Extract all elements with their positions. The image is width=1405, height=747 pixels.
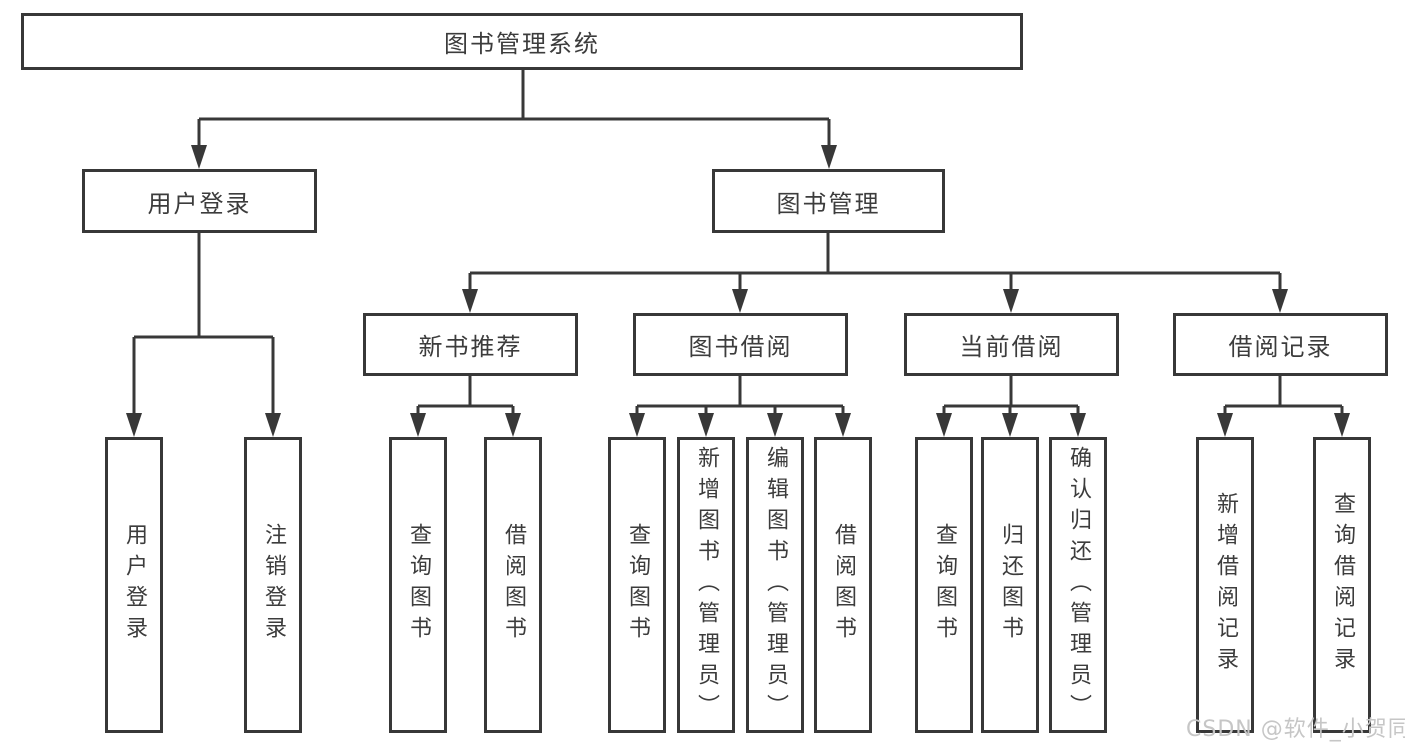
leaf-current-return-books: 归还图书 — [981, 437, 1039, 733]
edge-current-to-leaves — [942, 376, 1080, 418]
node-new-book-recommend: 新书推荐 — [363, 313, 578, 376]
leaf-borrow-add-books-admin: 新增图书（管理员） — [677, 437, 735, 733]
arrow-down-icon — [1070, 413, 1086, 437]
edge-root-to-level2 — [197, 70, 831, 150]
arrow-down-icon — [1217, 413, 1233, 437]
node-user-login: 用户登录 — [82, 169, 317, 233]
node-book-management: 图书管理 — [712, 169, 945, 233]
arrow-down-icon — [835, 413, 851, 437]
arrow-down-icon — [505, 413, 521, 437]
arrow-down-icon — [1334, 413, 1350, 437]
leaf-borrow-borrow-books: 借阅图书 — [814, 437, 872, 733]
arrow-down-icon — [936, 413, 952, 437]
arrow-down-icon — [629, 413, 645, 437]
leaf-current-query-books: 查询图书 — [915, 437, 973, 733]
arrow-down-icon — [265, 413, 281, 437]
edge-borrow-to-leaves — [635, 376, 845, 418]
arrow-down-icon — [126, 413, 142, 437]
arrow-down-icon — [698, 413, 714, 437]
arrow-down-icon — [462, 289, 478, 313]
leaf-recommend-query-books: 查询图书 — [389, 437, 447, 733]
node-root-system: 图书管理系统 — [21, 13, 1023, 70]
edge-userlogin-to-leaves — [132, 233, 275, 418]
leaf-records-add-record: 新增借阅记录 — [1196, 437, 1254, 733]
arrow-down-icon — [1272, 289, 1288, 313]
edge-bookmgmt-to-level3 — [468, 233, 1282, 294]
arrow-down-icon — [1003, 289, 1019, 313]
leaf-records-query-record: 查询借阅记录 — [1313, 437, 1371, 733]
leaf-recommend-borrow-books: 借阅图书 — [484, 437, 542, 733]
node-book-borrow: 图书借阅 — [633, 313, 848, 376]
node-borrow-records: 借阅记录 — [1173, 313, 1388, 376]
leaf-current-confirm-return-admin: 确认归还（管理员） — [1049, 437, 1107, 733]
arrow-down-icon — [191, 145, 207, 169]
arrow-down-icon — [410, 413, 426, 437]
arrowheads — [126, 145, 1350, 437]
edge-records-to-leaves — [1223, 376, 1344, 418]
watermark: CSDN @软件_小贺同学 — [1186, 717, 1405, 742]
arrow-down-icon — [732, 289, 748, 313]
arrow-down-icon — [821, 145, 837, 169]
arrow-down-icon — [767, 413, 783, 437]
leaf-borrow-query-books: 查询图书 — [608, 437, 666, 733]
leaf-borrow-edit-books-admin: 编辑图书（管理员） — [746, 437, 804, 733]
arrow-down-icon — [1002, 413, 1018, 437]
node-current-borrow: 当前借阅 — [904, 313, 1119, 376]
edge-recommend-to-leaves — [416, 376, 515, 418]
leaf-logout: 注销登录 — [244, 437, 302, 733]
leaf-user-login: 用户登录 — [105, 437, 163, 733]
